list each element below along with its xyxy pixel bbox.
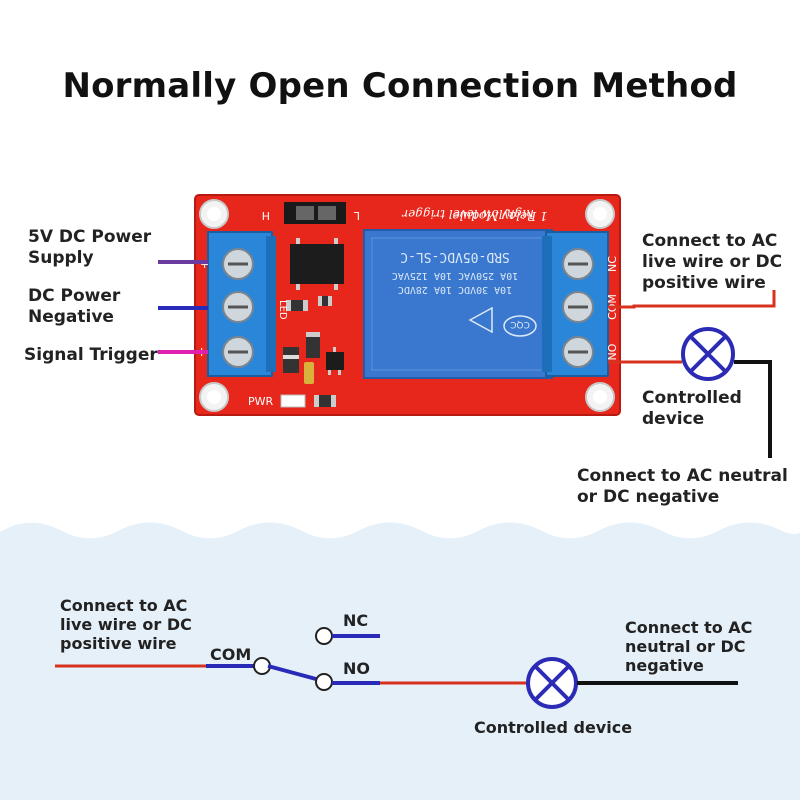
- screw-terminal: [562, 291, 594, 323]
- relay-component: [363, 229, 553, 379]
- relay-model-text: SRD-05VDC-SL-C: [400, 249, 510, 264]
- no-contact: [315, 673, 333, 691]
- module-name-text: 1 Relay Module: [452, 209, 547, 223]
- no-label: NO: [343, 659, 370, 678]
- label-line: device: [642, 409, 705, 429]
- page-title: Normally Open Connection Method: [62, 66, 738, 106]
- label-line: Connect to AC: [642, 231, 778, 251]
- label-line: live wire or DC: [60, 615, 192, 634]
- screw-terminal: [562, 336, 594, 368]
- mounting-hole: [199, 382, 229, 412]
- relay-module-board: H L 1 Relay Module high/low level trigge…: [194, 194, 621, 416]
- schematic-controlled-device-label: Controlled device: [474, 718, 633, 737]
- optocoupler-chip: [290, 244, 344, 284]
- label-line: Controlled: [642, 388, 742, 408]
- warning-triangle-icon: [468, 306, 493, 334]
- label-line: Connect to AC neutral: [577, 466, 788, 486]
- transistor: [326, 347, 344, 375]
- led-label: LED: [277, 300, 288, 320]
- smd-component: [314, 395, 336, 407]
- label-line: or DC negative: [577, 487, 720, 507]
- pwr-led: [280, 394, 306, 408]
- smd-component: [318, 296, 332, 306]
- label-line: 5V DC Power: [28, 227, 152, 247]
- term-nc-label: NC: [606, 256, 619, 272]
- neutral-wire: [734, 360, 772, 458]
- com-label: COM: [210, 645, 252, 664]
- mounting-hole: [585, 199, 615, 229]
- pwr-label: PWR: [248, 395, 274, 408]
- certification-mark: CQC: [503, 315, 537, 337]
- relay-rating-text: 10A 30VDC 10A 28VDC: [398, 284, 512, 295]
- power-supply-label: 5V DC Power Supply: [28, 227, 151, 269]
- switch-arm: [267, 664, 317, 681]
- term-no-label: NO: [606, 343, 619, 360]
- relay-rating-text: 10A 250VAC 10A 125VAC: [392, 270, 518, 281]
- relay-mark-text: CQC: [510, 319, 530, 329]
- label-line: DC Power: [28, 286, 121, 306]
- nc-contact: [315, 627, 333, 645]
- schematic-ac-neutral-label: Connect to AC neutral or DC negative: [625, 618, 752, 675]
- label-line: Connect to AC: [60, 596, 188, 615]
- jumper-header: [284, 202, 346, 224]
- controlled-device-label: Controlled device: [642, 388, 742, 430]
- smd-component: [306, 332, 320, 358]
- jumper-l-label: L: [353, 209, 360, 222]
- label-line: neutral or DC: [625, 637, 746, 656]
- signal-trigger-label: Signal Trigger: [24, 345, 158, 365]
- pin-plus-label: +: [200, 258, 209, 271]
- screw-terminal: [222, 291, 254, 323]
- wave-background: [0, 522, 800, 800]
- com-contact: [253, 657, 271, 675]
- screw-terminal: [222, 248, 254, 280]
- trigger-type-text: high/low level trigger: [401, 207, 534, 221]
- schematic-ac-live-label: Connect to AC live wire or DC positive w…: [60, 596, 192, 653]
- label-line: Negative: [28, 307, 114, 327]
- controlled-device-lamp-icon: [681, 327, 735, 381]
- ac-live-label: Connect to AC live wire or DC positive w…: [642, 231, 782, 294]
- input-terminal-block: [207, 231, 276, 377]
- screw-terminal: [562, 248, 594, 280]
- power-negative-label: DC Power Negative: [28, 286, 120, 328]
- schematic-lamp-icon: [526, 657, 578, 709]
- live-wire: [608, 290, 776, 309]
- output-terminal-block: [542, 231, 609, 377]
- label-line: Connect to AC: [625, 618, 753, 637]
- mounting-hole: [585, 382, 615, 412]
- mounting-hole: [199, 199, 229, 229]
- smd-component: [286, 300, 308, 311]
- ac-neutral-label: Connect to AC neutral or DC negative: [577, 466, 788, 508]
- jumper-h-label: H: [262, 209, 270, 222]
- diode: [283, 347, 299, 373]
- screw-terminal: [222, 336, 254, 368]
- label-line: positive wire: [642, 273, 766, 293]
- nc-label: NC: [343, 611, 369, 630]
- capacitor: [304, 362, 314, 384]
- label-line: Supply: [28, 248, 94, 268]
- label-line: positive wire: [60, 634, 177, 653]
- label-line: negative: [625, 656, 704, 675]
- label-line: live wire or DC: [642, 252, 783, 272]
